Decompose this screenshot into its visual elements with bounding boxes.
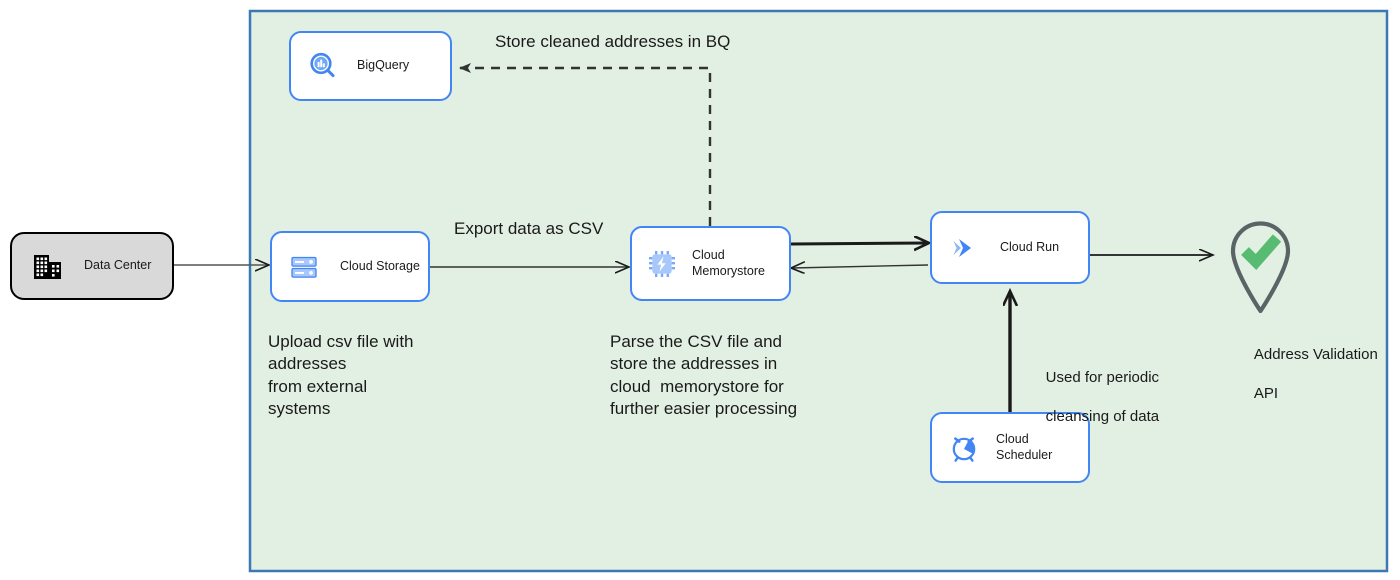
annotation-upload-csv: Upload csv file with addresses from exte… <box>268 332 414 419</box>
node-label-data-center: Data Center <box>84 258 152 273</box>
edge-label-store-cleaned-addresses: Store cleaned addresses in BQ <box>495 32 731 51</box>
node-label-cloud-memorystore: Cloud Memorystore <box>692 248 765 279</box>
cloud-run-icon <box>946 232 980 264</box>
map-pin-check-icon <box>1230 221 1291 314</box>
cloud-scheduler-icon <box>948 432 980 464</box>
node-cloud-memorystore[interactable]: Cloud Memorystore <box>630 226 791 301</box>
node-cloud-run[interactable]: Cloud Run <box>930 211 1090 284</box>
node-cloud-scheduler[interactable]: Cloud Scheduler <box>930 412 1090 483</box>
periodic-label-line1: Used for periodic <box>1045 368 1160 386</box>
node-label-cloud-scheduler: Cloud Scheduler <box>996 431 1053 462</box>
api-label-line1: Address Validation <box>1253 345 1378 363</box>
node-address-validation-api[interactable] <box>1213 206 1308 316</box>
edge-memorystore-to-bigquery <box>459 63 712 226</box>
edge-label-export-data-as-csv: Export data as CSV <box>454 219 604 238</box>
edge-label-periodic-cleansing: Used for periodic cleansing of data <box>1029 348 1159 447</box>
edge-cloudrun-to-memorystore <box>792 265 929 268</box>
cloud-memorystore-icon <box>646 248 678 280</box>
node-bigquery[interactable]: BigQuery <box>289 31 452 101</box>
address-validation-api-label: Address Validation API <box>1238 325 1378 424</box>
node-label-cloud-storage: Cloud Storage <box>340 258 420 273</box>
node-cloud-storage[interactable]: Cloud Storage <box>270 231 430 302</box>
gcp-boundary <box>248 9 1389 573</box>
annotation-parse-csv: Parse the CSV file and store the address… <box>610 332 798 419</box>
memorystore-label-line1: Cloud <box>692 247 725 262</box>
node-label-bigquery: BigQuery <box>357 58 410 73</box>
node-label-cloud-run: Cloud Run <box>1000 239 1060 254</box>
periodic-label-line2: cleansing of data <box>1045 408 1160 426</box>
node-data-center[interactable]: Data Center <box>10 232 174 300</box>
memorystore-label-line2: Memorystore <box>692 263 765 278</box>
api-label-line2: API <box>1253 385 1279 403</box>
cloud-storage-icon <box>288 251 320 283</box>
datacenter-building-icon <box>30 249 64 283</box>
edge-memorystore-to-cloudrun <box>790 243 928 244</box>
bigquery-icon <box>307 50 339 82</box>
